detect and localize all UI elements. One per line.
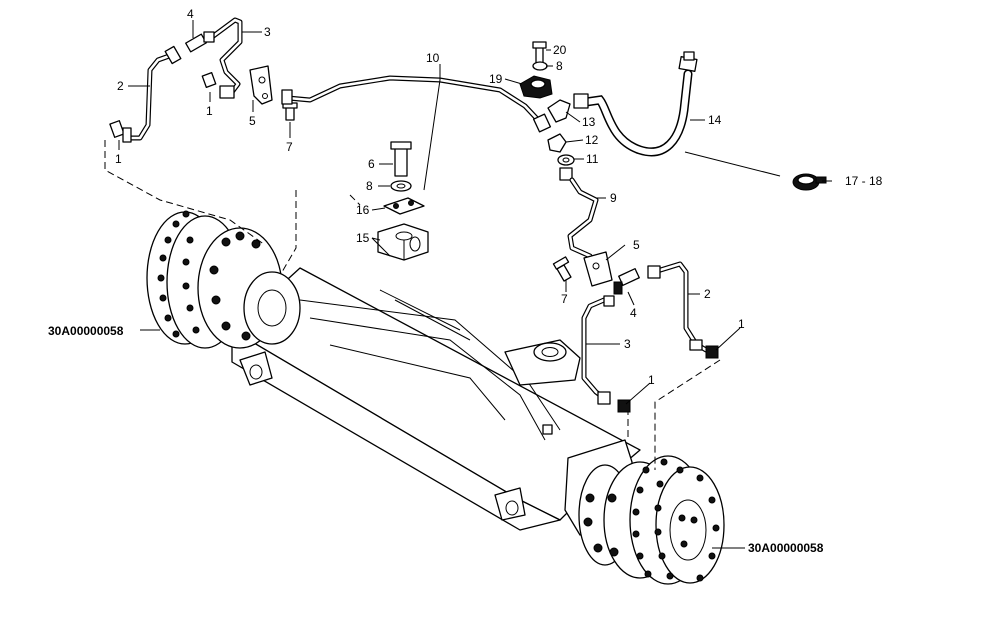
callout-1-right-a: 1 xyxy=(738,317,745,331)
callout-4-right: 4 xyxy=(630,306,637,320)
callout-17-18: 17 - 18 xyxy=(845,174,883,188)
callout-12: 12 xyxy=(585,133,599,147)
reference-left-hub: 30A00000058 xyxy=(48,324,124,338)
callout-3-right: 3 xyxy=(624,337,631,351)
assembly-dash-lines xyxy=(104,140,721,470)
callout-15: 15 xyxy=(356,231,370,245)
callout-16: 16 xyxy=(356,203,370,217)
callout-14: 14 xyxy=(708,113,722,127)
axle-assembly xyxy=(146,210,725,585)
pipe-9 xyxy=(567,177,599,259)
left-wheel-hub xyxy=(146,210,301,349)
hose-14 xyxy=(573,51,698,157)
callout-1-left-a: 1 xyxy=(115,152,122,166)
callout-4-left: 4 xyxy=(187,7,194,21)
right-wheel-hub xyxy=(578,455,725,585)
callout-13: 13 xyxy=(582,115,596,129)
leader-lines xyxy=(118,20,832,549)
callout-2-left: 2 xyxy=(117,79,124,93)
callout-20: 20 xyxy=(553,43,567,57)
callout-19: 19 xyxy=(489,72,503,86)
callout-8-top: 8 xyxy=(556,59,563,73)
callout-10: 10 xyxy=(426,51,440,65)
callout-11: 11 xyxy=(586,152,599,166)
pipe-10 xyxy=(281,75,543,125)
callout-1-right-b: 1 xyxy=(648,373,655,387)
reference-right-hub: 30A00000058 xyxy=(748,541,824,555)
callout-6: 6 xyxy=(368,157,375,171)
valve-fitting-cluster xyxy=(519,41,575,181)
callout-8-center: 8 xyxy=(366,179,373,193)
callout-labels: 4 3 2 1 1 5 7 10 20 8 19 13 12 11 14 17 … xyxy=(48,7,883,555)
right-brake-lines xyxy=(552,251,719,413)
center-clamp-assembly xyxy=(377,141,429,261)
callout-2-right: 2 xyxy=(704,287,711,301)
callout-9: 9 xyxy=(610,191,617,205)
callout-7-right: 7 xyxy=(561,292,568,306)
callout-3-left: 3 xyxy=(264,25,271,39)
hose-clamp-17-18 xyxy=(792,173,827,191)
callout-5-right: 5 xyxy=(633,238,640,252)
callout-1-left-b: 1 xyxy=(206,104,213,118)
callout-5-left: 5 xyxy=(249,114,256,128)
callout-7-left: 7 xyxy=(286,140,293,154)
left-brake-lines xyxy=(109,17,298,143)
